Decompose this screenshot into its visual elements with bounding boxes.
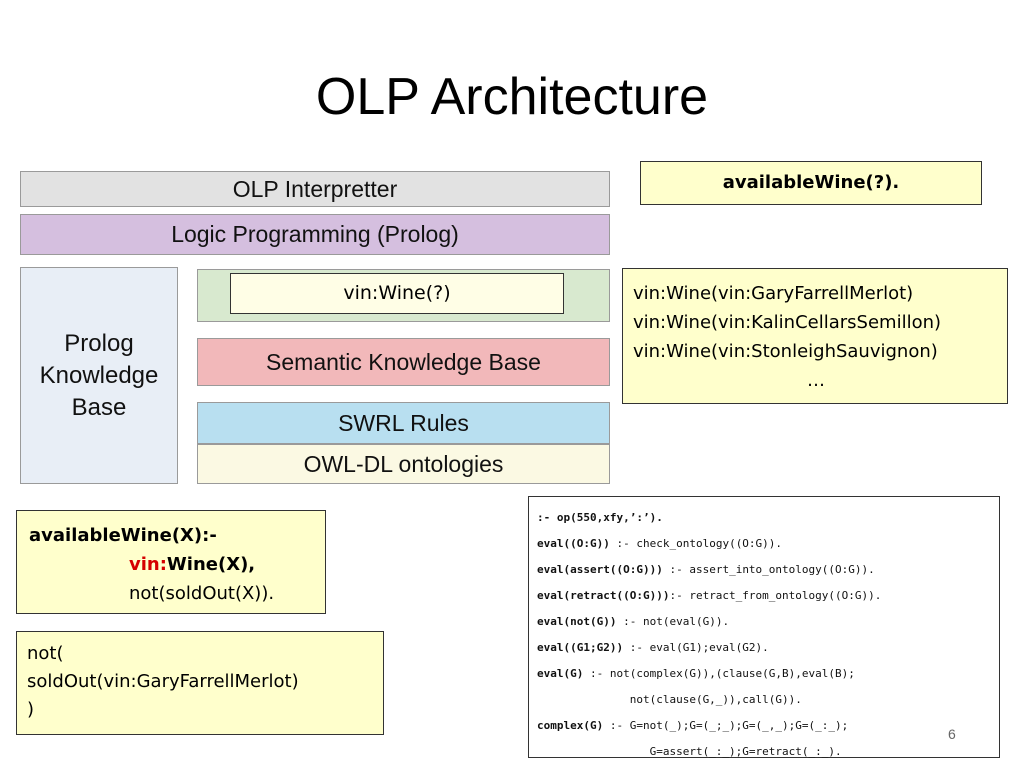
slide-title: OLP Architecture bbox=[315, 68, 709, 126]
interpreter-code-listing: :- op(550,xfy,’:’). eval((O:G)) :- check_… bbox=[528, 496, 1000, 758]
code-predicate: complex(G) bbox=[537, 719, 604, 732]
result-ellipsis: … bbox=[807, 370, 825, 391]
code-line: :- op(550,xfy,’:’). bbox=[537, 505, 993, 531]
query-box: vin:Wine(?) bbox=[230, 273, 564, 314]
logic-programming-layer: Logic Programming (Prolog) bbox=[20, 214, 610, 255]
olp-interpreter-layer: OLP Interpretter bbox=[20, 171, 610, 207]
code-predicate: :- op(550,xfy,’:’). bbox=[537, 511, 663, 524]
rule-body-wine: Wine(X), bbox=[166, 554, 256, 575]
swrl-rules-layer: SWRL Rules bbox=[197, 402, 610, 444]
rule-definition-box: availableWine(X):- vin:Wine(X), not(sold… bbox=[16, 510, 326, 614]
negation-goal-box: not( soldOut(vin:GaryFarrellMerlot) ) bbox=[16, 631, 384, 735]
code-predicate: eval(not(G)) bbox=[537, 615, 617, 628]
code-line: eval(not(G)) :- not(eval(G)). bbox=[537, 609, 993, 635]
code-predicate: eval(retract((O:G))) bbox=[537, 589, 670, 602]
result-line: vin:Wine(vin:GaryFarrellMerlot) bbox=[633, 283, 914, 304]
negation-line: soldOut(vin:GaryFarrellMerlot) bbox=[27, 671, 299, 692]
prolog-knowledge-base-block: Prolog Knowledge Base bbox=[20, 267, 178, 484]
code-body: :- not(eval(G)). bbox=[616, 615, 730, 628]
page-number: 6 bbox=[948, 726, 956, 742]
code-line: complex(G) :- G=not(_);G=(_;_);G=(_,_);G… bbox=[537, 713, 993, 739]
code-body: :- retract_from_ontology((O:G)). bbox=[669, 589, 882, 602]
code-line: G=assert(_:_);G=retract(_:_). bbox=[537, 739, 993, 765]
query-results-box: vin:Wine(vin:GaryFarrellMerlot) vin:Wine… bbox=[622, 268, 1008, 404]
rule-body-line-1: vin:Wine(X), bbox=[29, 550, 317, 579]
owl-dl-ontologies-layer: OWL-DL ontologies bbox=[197, 444, 610, 484]
code-body: :- assert_into_ontology((O:G)). bbox=[662, 563, 875, 576]
code-body: not(clause(G,_)),call(G)). bbox=[537, 693, 802, 706]
code-line: not(clause(G,_)),call(G)). bbox=[537, 687, 993, 713]
prolog-knowledge-base-label: Prolog Knowledge Base bbox=[39, 329, 159, 421]
code-line: eval((G1;G2)) :- eval(G1);eval(G2). bbox=[537, 635, 993, 661]
code-body: :- eval(G1);eval(G2). bbox=[623, 641, 769, 654]
negation-line: ) bbox=[27, 699, 35, 720]
code-line: eval(G) :- not(complex(G)),(clause(G,B),… bbox=[537, 661, 993, 687]
negation-line: not( bbox=[27, 643, 64, 664]
result-line: vin:Wine(vin:KalinCellarsSemillon) bbox=[633, 312, 942, 333]
rule-namespace-prefix: vin: bbox=[129, 554, 167, 575]
code-body: :- G=not(_);G=(_;_);G=(_,_);G=(_:_); bbox=[603, 719, 849, 732]
rule-head: availableWine(X):- bbox=[29, 525, 217, 546]
result-line: vin:Wine(vin:StonleighSauvignon) bbox=[633, 341, 938, 362]
code-line: eval((O:G)) :- check_ontology((O:G)). bbox=[537, 531, 993, 557]
code-line: eval(retract((O:G))):- retract_from_onto… bbox=[537, 583, 993, 609]
code-predicate: eval(G) bbox=[537, 667, 584, 680]
code-body: G=assert(_:_);G=retract(_:_). bbox=[537, 745, 842, 758]
code-body: :- check_ontology((O:G)). bbox=[609, 537, 783, 550]
code-predicate: eval((G1;G2)) bbox=[537, 641, 624, 654]
code-body: :- not(complex(G)),(clause(G,B),eval(B); bbox=[583, 667, 855, 680]
semantic-knowledge-base-layer: Semantic Knowledge Base bbox=[197, 338, 610, 386]
code-line: eval(assert((O:G))) :- assert_into_ontol… bbox=[537, 557, 993, 583]
goal-query-box: availableWine(?). bbox=[640, 161, 982, 205]
code-predicate: eval((O:G)) bbox=[537, 537, 610, 550]
code-predicate: eval(assert((O:G))) bbox=[537, 563, 663, 576]
rule-body-line-2: not(soldOut(X)). bbox=[129, 583, 275, 604]
